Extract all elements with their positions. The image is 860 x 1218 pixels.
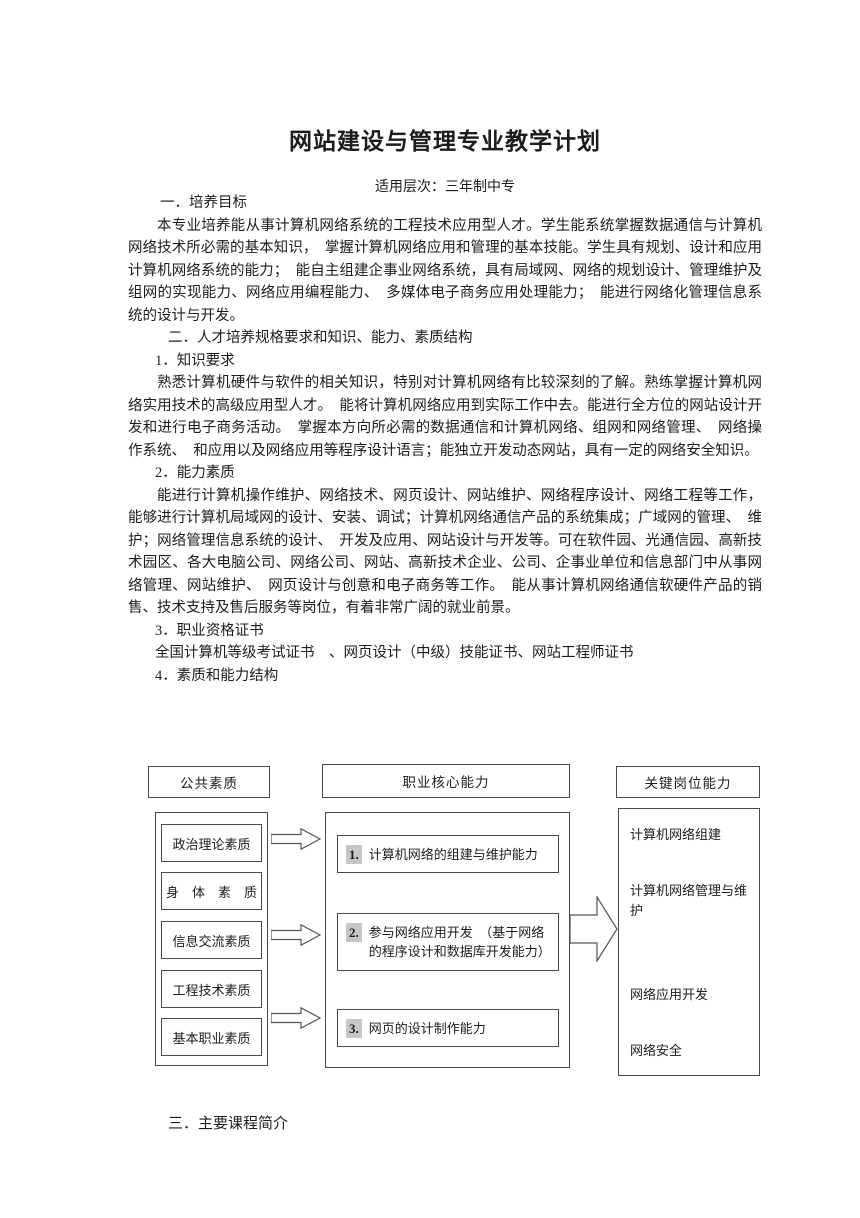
- diagram-left-column: 政治理论素质 身 体 素 质 信息交流素质 工程技术素质 基本职业素质: [155, 812, 268, 1066]
- section-1-text: 本专业培养能从事计算机网络系统的工程技术应用型人才。学生能系统掌握数据通信与计算…: [128, 217, 762, 324]
- left-item-political: 政治理论素质: [161, 824, 262, 862]
- diagram-middle-column: 1. 计算机网络的组建与维护能力 2. 参与网络应用开发 （基于网络的程序设计和…: [325, 812, 570, 1068]
- left-item-label: 身 体 素 质: [165, 884, 257, 900]
- right-item-app-development: 网络应用开发: [630, 987, 709, 1002]
- big-arrow-right-icon: [570, 896, 618, 962]
- core-item-number: 3.: [346, 1019, 362, 1038]
- core-item-number: 1.: [346, 845, 362, 864]
- core-item-webpage-design: 3. 网页的设计制作能力: [337, 1009, 559, 1047]
- core-item-app-development: 2. 参与网络应用开发 （基于网络的程序设计和数据库开发能力）: [337, 913, 559, 971]
- left-item-engineering: 工程技术素质: [161, 970, 262, 1008]
- arrow-right-icon: [271, 828, 321, 850]
- left-item-label: 工程技术素质: [172, 982, 251, 998]
- section-2-4-heading: 4．素质和能力结构: [155, 667, 279, 684]
- diagram-header-key-position-ability: 关键岗位能力: [616, 766, 760, 798]
- core-item-number: 2.: [346, 923, 362, 942]
- section-1-heading: 一．培养目标: [160, 195, 247, 211]
- diagram-header-public-quality: 公共素质: [148, 766, 270, 798]
- arrow-right-icon: [271, 1007, 321, 1029]
- section-2-heading: 二．人才培养规格要求和知识、能力、素质结构: [168, 330, 473, 346]
- left-item-label: 信息交流素质: [172, 933, 251, 949]
- section-2-1-heading: 1．知识要求: [155, 352, 235, 369]
- section-2-2-heading: 2．能力素质: [155, 465, 235, 481]
- header-label: 关键岗位能力: [644, 776, 732, 791]
- quality-ability-structure-diagram: 公共素质 职业核心能力 关键岗位能力 政治理论素质 身 体 素 质 信息交流素质…: [0, 756, 860, 1096]
- core-item-label: 参与网络应用开发 （基于网络的程序设计和数据库开发能力）: [368, 925, 551, 959]
- page-title: 网站建设与管理专业教学计划: [289, 129, 601, 154]
- section-2-3-text: 全国计算机等级考试证书 、网页设计（中级）技能证书、网站工程师证书: [155, 645, 634, 661]
- title-block: 网站建设与管理专业教学计划 适用层次：三年制中专: [128, 122, 762, 196]
- body-text: 一．培养目标 本专业培养能从事计算机网络系统的工程技术应用型人才。学生能系统掌握…: [128, 192, 762, 687]
- header-label: 职业核心能力: [402, 775, 490, 790]
- subtitle: 适用层次：三年制中专: [375, 180, 515, 195]
- core-item-label: 网页的设计制作能力: [368, 1021, 486, 1036]
- arrow-right-icon: [271, 924, 321, 946]
- left-item-label: 基本职业素质: [172, 1030, 251, 1046]
- right-item-network-management: 计算机网络管理与维护: [630, 883, 748, 918]
- left-item-label: 政治理论素质: [172, 836, 251, 852]
- section-2-2-text: 能进行计算机操作维护、网络技术、网页设计、网站维护、网络程序设计、网络工程等工作…: [128, 487, 762, 617]
- left-item-basic-professional: 基本职业素质: [161, 1018, 262, 1056]
- diagram-right-column: 计算机网络组建 计算机网络管理与维护 网络应用开发 网络安全: [618, 808, 760, 1076]
- header-label: 公共素质: [180, 776, 238, 791]
- right-item-network-build: 计算机网络组建: [630, 827, 722, 842]
- core-item-network-build: 1. 计算机网络的组建与维护能力: [337, 835, 559, 873]
- section-3-heading: 三．主要课程简介: [168, 1116, 289, 1132]
- core-item-label: 计算机网络的组建与维护能力: [368, 847, 538, 862]
- diagram-header-core-ability: 职业核心能力: [322, 764, 570, 798]
- left-item-communication: 信息交流素质: [161, 921, 262, 959]
- section-2-3-heading: 3．职业资格证书: [155, 622, 264, 639]
- left-item-physical: 身 体 素 质: [161, 872, 262, 910]
- right-item-network-security: 网络安全: [630, 1043, 683, 1058]
- section-2-1-text: 熟悉计算机硬件与软件的相关知识，特别对计算机网络有比较深刻的了解。熟练掌握计算机…: [128, 375, 762, 459]
